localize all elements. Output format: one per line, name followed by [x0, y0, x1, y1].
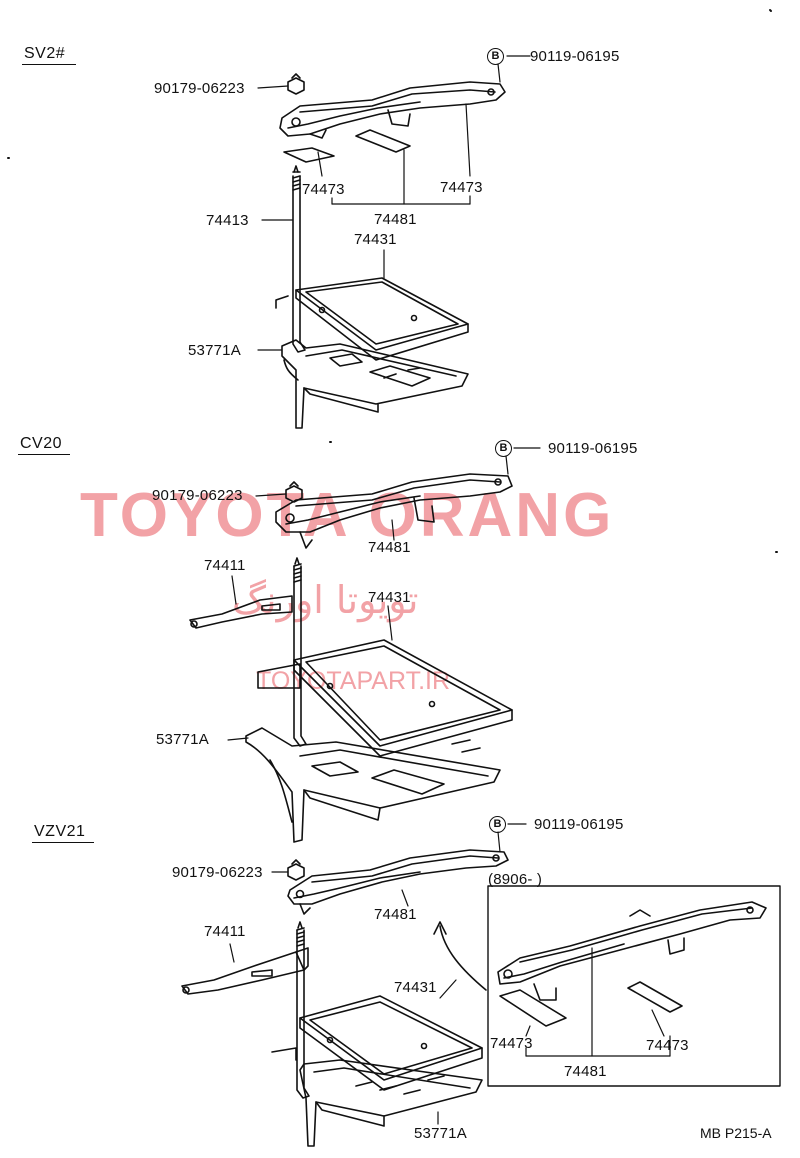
watermark-site: TOYOTAPART.IR [256, 667, 451, 695]
label-rod-sv2: 74413 [206, 212, 249, 229]
vzv21-inset-cushion-right [627, 981, 683, 1013]
section-title-vzv21: VZV21 [34, 823, 86, 840]
vzv21-carrier [299, 1059, 483, 1147]
label-tray-cv20: 74431 [368, 589, 411, 606]
sv2-leaders [257, 55, 531, 351]
bolt-mark-b-vzv21: B [489, 816, 506, 833]
watermark-brand: TOYOTA ORANG [80, 481, 615, 550]
label-nut-vzv21: 90179-06223 [172, 864, 263, 881]
vzv21-inset-clamp [497, 901, 767, 1001]
label-clamp-cv20: 74481 [368, 539, 411, 556]
scan-specks [7, 9, 778, 553]
sv2-cushion-right [355, 129, 411, 153]
vzv21-nut [287, 859, 305, 881]
label-bolt-sv2: 90119-06195 [530, 48, 620, 65]
label-bolt-cv20: 90119-06195 [548, 440, 638, 457]
inset-date-range: (8906- ) [488, 871, 543, 888]
sv2-clamp [279, 81, 506, 139]
label-clamp-vzv21: 74481 [374, 906, 417, 923]
vzv21-inset-frame [487, 885, 781, 1087]
label-tray-sv2: 74431 [354, 231, 397, 248]
inset-label-clamp: 74481 [564, 1063, 607, 1080]
cv20-nut [285, 481, 303, 503]
vzv21-inset-arrowhead [433, 921, 447, 935]
label-nut-cv20: 90179-06223 [152, 487, 243, 504]
section-title-sv2: SV2# [24, 45, 66, 62]
diagram-code: MB P215-A [700, 1125, 772, 1141]
vzv21-bracket [181, 947, 309, 995]
label-carrier-vzv21: 53771A [414, 1125, 467, 1142]
cv20-clamp [275, 473, 513, 549]
label-tray-vzv21: 74431 [394, 979, 437, 996]
label-carrier-cv20: 53771A [156, 731, 209, 748]
label-cushion-left-sv2: 74473 [302, 181, 345, 198]
vzv21-leaders [229, 823, 671, 1125]
vzv21-assembly [181, 823, 781, 1147]
label-bracket-cv20: 74411 [204, 557, 246, 574]
sv2-tray [275, 277, 469, 361]
cv20-rod [293, 557, 307, 747]
section-underline-vzv21 [32, 842, 94, 843]
sv2-nut [287, 73, 305, 95]
vzv21-tray [271, 995, 483, 1091]
inset-label-cushion-right: 74473 [646, 1037, 689, 1054]
sv2-assembly [257, 55, 531, 429]
sv2-rod [292, 165, 306, 353]
section-title-cv20: CV20 [20, 435, 63, 452]
cv20-tray [257, 639, 513, 757]
cv20-bracket [189, 595, 293, 629]
cv20-leaders [227, 447, 541, 741]
label-clamp-sv2: 74481 [374, 211, 417, 228]
label-nut-sv2: 90179-06223 [154, 80, 245, 97]
label-cushion-right-sv2: 74473 [440, 179, 483, 196]
label-carrier-sv2: 53771A [188, 342, 241, 359]
bolt-mark-b-sv2: B [487, 48, 504, 65]
sv2-carrier [281, 339, 469, 429]
inset-label-cushion-left: 74473 [490, 1035, 533, 1052]
bolt-mark-b-cv20: B [495, 440, 512, 457]
vzv21-clamp [287, 849, 509, 915]
cv20-carrier [245, 727, 501, 843]
section-underline-sv2 [22, 64, 76, 65]
label-bolt-vzv21: 90119-06195 [534, 816, 624, 833]
vzv21-inset-cushion-left [499, 989, 567, 1027]
cv20-assembly [189, 447, 541, 843]
vzv21-inset-arrow [439, 925, 487, 991]
section-underline-cv20 [18, 454, 70, 455]
sv2-cushion-left [283, 147, 335, 163]
label-bracket-vzv21: 74411 [204, 923, 246, 940]
